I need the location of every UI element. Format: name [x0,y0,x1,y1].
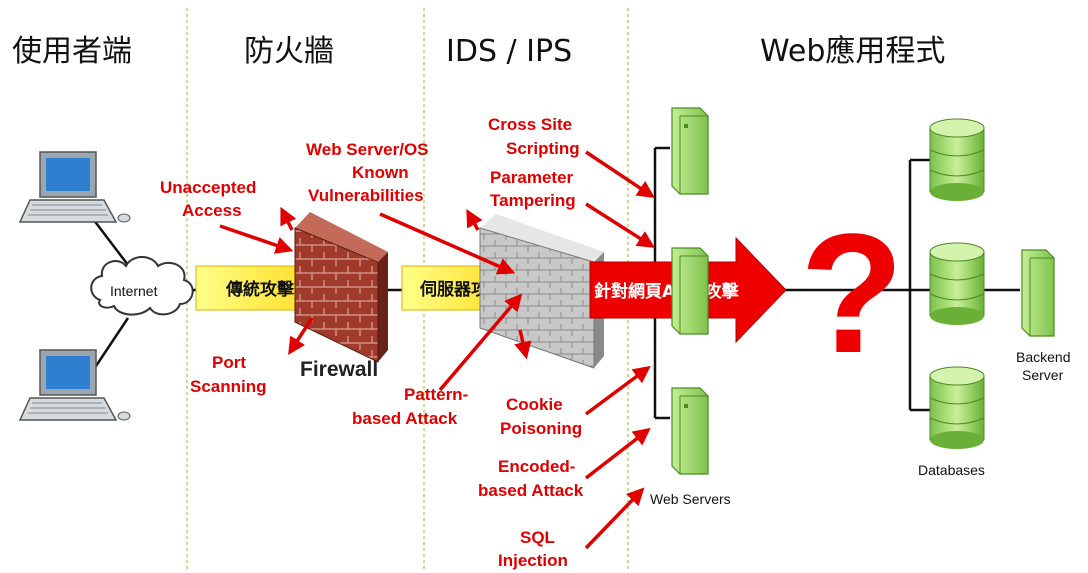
web-server-icon [671,107,709,195]
attack-unaccepted-line1: Unaccepted [160,178,256,197]
attack-port-line2: Scanning [190,377,267,396]
attack-known-line2: Known [352,163,409,182]
zone-title-firewall: 防火牆 [244,34,334,69]
attack-sql-line1: SQL [520,528,555,547]
attack-sql-line2: Injection [498,551,568,570]
zone-title-ids: IDS / IPS [446,34,572,69]
firewall-icon [294,212,388,363]
attack-arrows [219,150,655,550]
attack-xss-line1: Cross Site [488,115,572,134]
database-icon [929,118,985,201]
web-server-icon [671,247,709,335]
traditional-attack-label: 傳統攻擊 [225,279,295,300]
arrow-sql [584,487,645,550]
arrow-param [585,202,655,248]
databases-label: Databases [918,462,985,478]
backend-label-line1: Backend [1016,349,1070,365]
attack-encoded-line1: Encoded- [498,457,575,476]
internet-label: Internet [110,283,158,299]
attack-encoded-line2: based Attack [478,481,584,500]
arrow-unaccepted-up [280,206,297,231]
arrow-known [379,212,516,275]
attack-pattern-line2: based Attack [352,409,458,428]
zone-title-client: 使用者端 [12,34,132,69]
arrow-known-up [466,208,483,231]
arrow-encoded [584,427,651,480]
web-ap-attack-label: 針對網頁AP的攻擊 [594,281,740,302]
attack-param-line1: Parameter [490,168,574,187]
attack-pattern-line1: Pattern- [404,385,468,404]
firewall-label: Firewall [300,358,378,381]
client-computer-icon [18,349,131,421]
attack-unaccepted-line2: Access [182,201,242,220]
attack-labels: Unaccepted Access Port Scanning Web Serv… [160,115,584,570]
attack-cookie-line2: Poisoning [500,419,582,438]
internet-cloud-icon [90,256,194,316]
arrow-pattern-down [514,329,532,360]
zone-title-webapp: Web應用程式 [760,34,945,69]
backend-server-icon [1021,249,1055,337]
zone-dividers [186,8,629,570]
database-icon [929,242,985,325]
attack-param-line2: Tampering [490,191,576,210]
web-servers-label: Web Servers [650,491,731,507]
database-icon [929,366,985,449]
arrow-pattern [438,293,523,392]
backend-label-line2: Server [1022,367,1064,383]
attack-xss-line2: Scripting [506,139,580,158]
web-server-icon [671,387,709,475]
attack-port-line1: Port [212,353,246,372]
attack-cookie-line1: Cookie [506,395,563,414]
ids-wall-icon [479,214,604,369]
attack-known-line1: Web Server/OS [306,140,429,159]
question-mark: ? [800,199,904,389]
client-computer-icon [18,151,131,223]
attack-known-line3: Vulnerabilities [308,186,424,205]
arrow-cookie [584,365,651,416]
arrow-unaccepted [219,224,294,254]
arrow-xss [585,150,655,198]
arrow-port [288,317,314,355]
